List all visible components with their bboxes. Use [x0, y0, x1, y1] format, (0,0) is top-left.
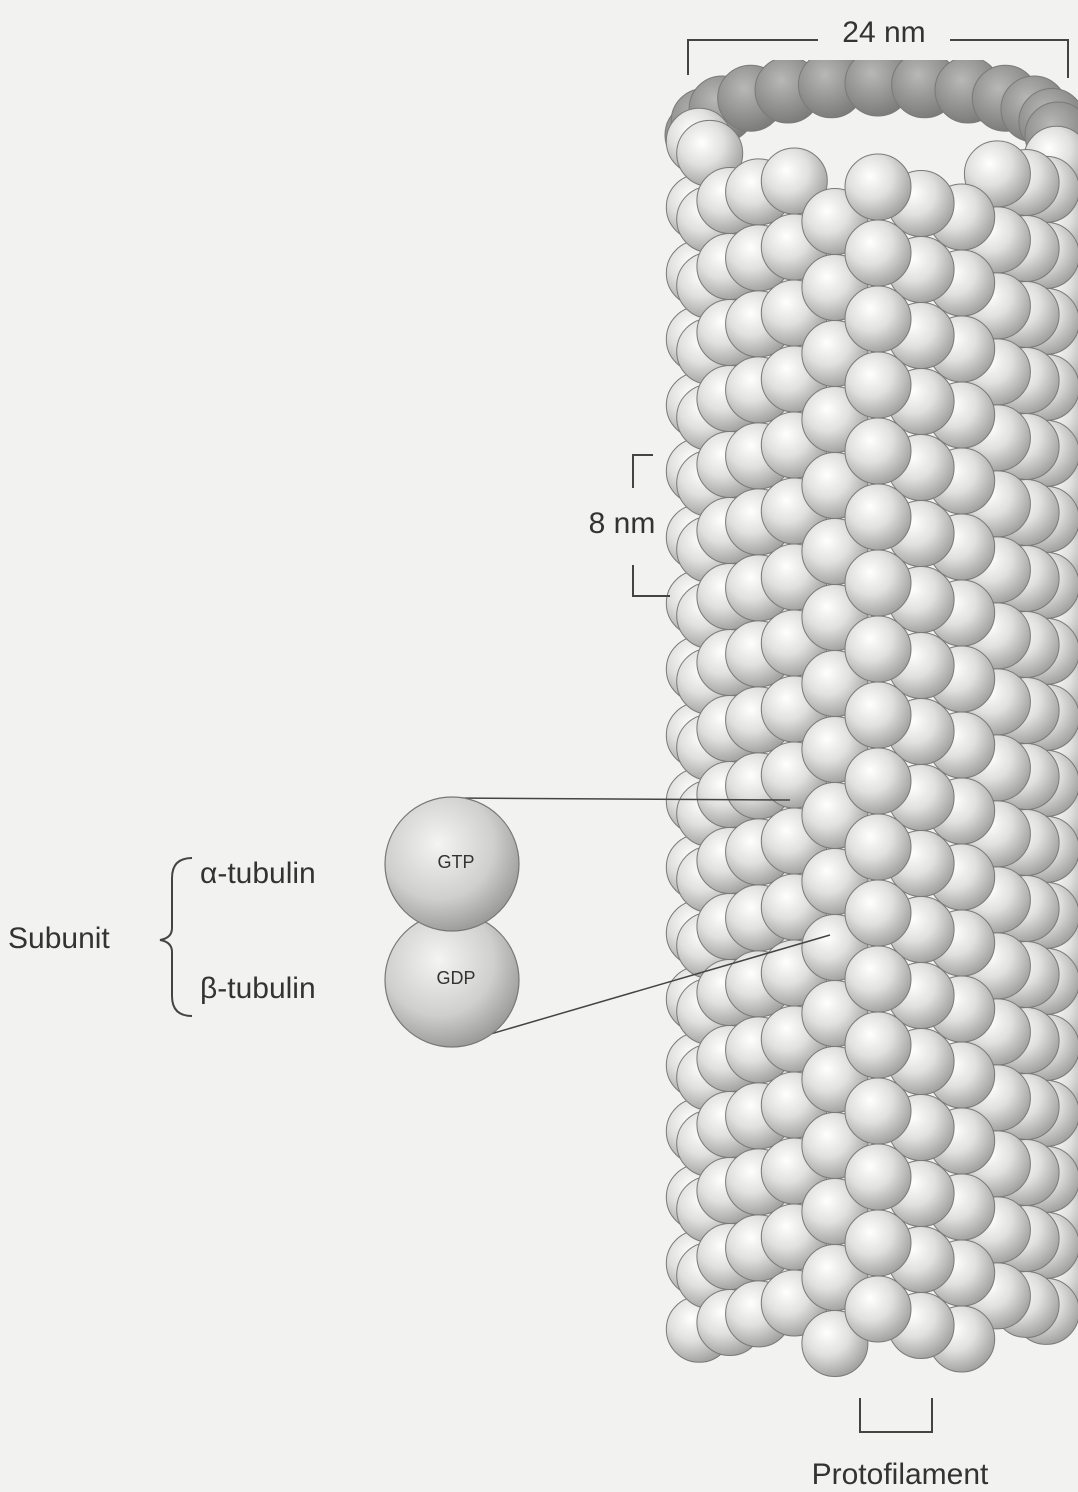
beta-tubulin-label: β-tubulin: [200, 972, 316, 1005]
alpha-tubulin-label: α-tubulin: [200, 857, 316, 890]
period-bracket: 8 nm: [589, 455, 670, 596]
subunit-labels: α-tubulin β-tubulin Subunit: [8, 857, 316, 1016]
tubulin-sphere: [845, 748, 911, 814]
tubulin-sphere: [845, 946, 911, 1012]
alpha-nucleotide-label: GTP: [437, 852, 474, 872]
tubulin-sphere: [845, 814, 911, 880]
protofilament-bracket: Protofilament: [812, 1398, 989, 1491]
tubulin-dimer: GTP GDP: [385, 797, 519, 1047]
tubulin-sphere: [845, 418, 911, 484]
tubulin-sphere: [845, 1210, 911, 1276]
tubulin-sphere: [845, 1276, 911, 1342]
tubulin-sphere: [845, 154, 911, 220]
tubulin-sphere: [845, 484, 911, 550]
width-label: 24 nm: [842, 16, 925, 49]
tubulin-sphere: [845, 550, 911, 616]
subunit-label: Subunit: [8, 922, 110, 955]
subunit-brace: [160, 858, 192, 1016]
tubulin-sphere: [845, 880, 911, 946]
tubulin-sphere: [845, 682, 911, 748]
protofilament-label: Protofilament: [812, 1458, 989, 1491]
beta-nucleotide-label: GDP: [436, 968, 475, 988]
tubulin-sphere: [845, 220, 911, 286]
tubulin-sphere: [845, 1144, 911, 1210]
microtubule-cylinder: [665, 50, 1078, 1377]
tubulin-sphere: [845, 286, 911, 352]
tubulin-sphere: [845, 1078, 911, 1144]
tubulin-sphere: [845, 1012, 911, 1078]
tubulin-sphere: [845, 616, 911, 682]
period-label: 8 nm: [589, 507, 656, 540]
tubulin-sphere: [845, 352, 911, 418]
